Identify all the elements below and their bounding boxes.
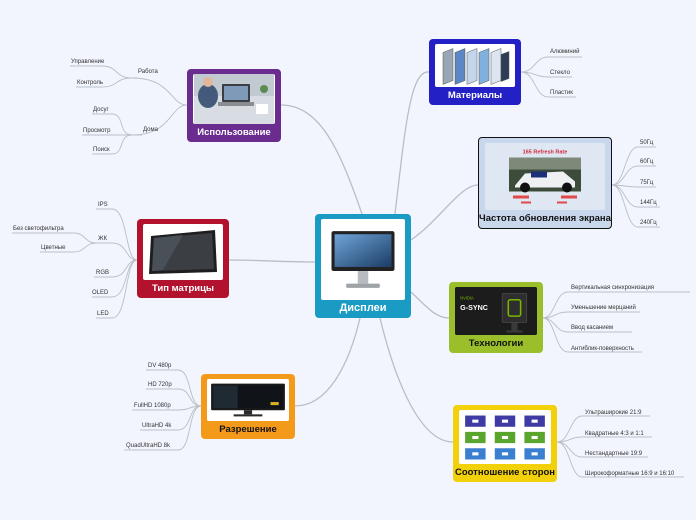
aspect-item[interactable]: Широкоформатные 16:9 и 16:10 [585, 471, 675, 477]
refresh-item[interactable]: 75Гц [640, 180, 654, 186]
resolution-item[interactable]: HD 720p [148, 382, 172, 388]
usage-group-label[interactable]: Дома [143, 127, 158, 133]
wide-monitor-icon [207, 379, 289, 421]
technology-item[interactable]: Антиблик-поверхность [571, 346, 634, 352]
matrix-type-node[interactable]: Тип матрицы [137, 219, 229, 298]
technology-title: Технологии [468, 338, 524, 349]
aspect-ratio-title: Соотношение сторон [454, 467, 556, 478]
usage-node[interactable]: Использование [187, 69, 281, 142]
usage-item[interactable]: Управление [71, 59, 105, 65]
monitor-icon [321, 219, 405, 300]
resolution-title: Разрешение [219, 424, 277, 435]
materials-item[interactable]: Алюминий [550, 49, 580, 55]
matrix-item[interactable]: ЖК [98, 236, 108, 242]
resolution-item[interactable]: FullHD 1080p [134, 403, 171, 409]
matrix-type-title: Тип матрицы [151, 283, 215, 294]
refresh-item[interactable]: 60Гц [640, 159, 654, 165]
lcd-panel-icon [143, 224, 223, 280]
resolution-item[interactable]: UltraHD 4k [142, 423, 172, 429]
matrix-item[interactable]: LED [97, 311, 109, 317]
center-topic-title: Дисплеи [339, 302, 387, 314]
materials-item[interactable]: Пластик [550, 90, 573, 96]
usage-item[interactable]: Просмотр [83, 128, 111, 134]
laptop-photo-icon [193, 74, 275, 124]
materials-item[interactable]: Стекло [550, 70, 570, 76]
matrix-item[interactable]: OLED [92, 290, 109, 296]
technology-item[interactable]: Вертикальная синхронизация [571, 285, 655, 291]
usage-item[interactable]: Досуг [93, 107, 109, 113]
usage-item[interactable]: Контроль [77, 80, 104, 86]
usage-title: Использование [197, 127, 271, 138]
matrix-item[interactable]: IPS [98, 202, 108, 208]
usage-item[interactable]: Поиск [93, 147, 110, 153]
technology-node[interactable]: NVIDIA G-SYNC Технологии [449, 282, 543, 353]
resolution-item[interactable]: DV 480p [148, 363, 172, 369]
panel-layers-icon [435, 44, 515, 87]
matrix-sub-item[interactable]: Без светофильтра [13, 226, 64, 232]
resolution-node[interactable]: Разрешение [201, 374, 295, 439]
aspect-ratio-node[interactable]: Соотношение сторон [453, 405, 557, 482]
aspect-item[interactable]: Нестандартные 19:9 [585, 451, 643, 457]
aspect-item[interactable]: Квадратные 4:3 и 1:1 [585, 431, 644, 437]
refresh-item[interactable]: 144Гц [640, 200, 657, 206]
gsync-monitor-icon: NVIDIA G-SYNC [455, 287, 537, 335]
svg-text:NVIDIA: NVIDIA [460, 296, 474, 301]
race-car-icon: 165 Refresh Rate [485, 143, 605, 210]
resolution-item[interactable]: QuadUltraHD 8k [126, 443, 171, 449]
materials-node[interactable]: Материалы [429, 39, 521, 105]
technology-item[interactable]: Уменьшение мерцаний [571, 305, 636, 311]
aspect-item[interactable]: Ультраширокие 21:9 [585, 410, 642, 416]
center-topic-node[interactable]: Дисплеи [315, 214, 411, 318]
matrix-item[interactable]: RGB [96, 270, 110, 276]
refresh-rate-title: Частота обновления экрана [479, 213, 611, 224]
gsync-image-caption: G-SYNC [460, 304, 488, 312]
matrix-sub-item[interactable]: Цветные [41, 245, 66, 251]
materials-title: Материалы [447, 90, 503, 101]
refresh-rate-node[interactable]: 165 Refresh Rate Частота обновления экра… [478, 137, 612, 229]
usage-group-label[interactable]: Работа [138, 69, 158, 75]
refresh-image-caption: 165 Refresh Rate [523, 150, 568, 156]
technology-item[interactable]: Ввод касанием [571, 325, 614, 331]
refresh-item[interactable]: 50Гц [640, 140, 654, 146]
aspect-grid-icon [459, 410, 551, 464]
refresh-item[interactable]: 240Гц [640, 220, 657, 226]
